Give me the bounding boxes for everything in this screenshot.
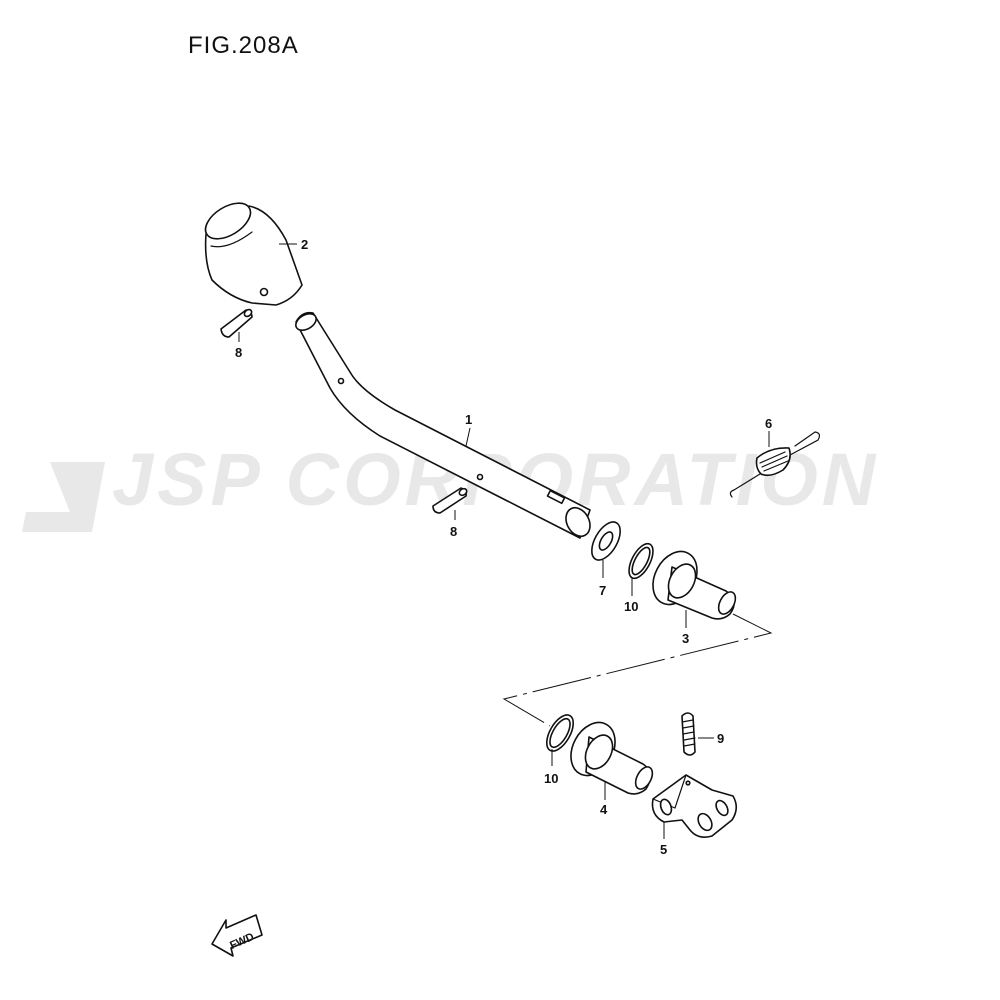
callout-9[interactable]: 9 — [717, 731, 724, 746]
fwd-direction-badge: FWD — [211, 914, 263, 957]
part-10-o-ring-upper[interactable] — [624, 540, 658, 582]
callout-8a[interactable]: 8 — [235, 345, 242, 360]
part-3-bushing[interactable] — [644, 544, 739, 620]
figure-title: FIG.208A — [188, 32, 299, 59]
part-1-lever-arm[interactable] — [293, 310, 595, 540]
part-5-bracket[interactable] — [651, 774, 738, 838]
part-6-return-spring[interactable] — [729, 431, 821, 498]
callout-10a[interactable]: 10 — [624, 599, 638, 614]
part-9-spring-pin[interactable] — [681, 712, 696, 756]
callout-2[interactable]: 2 — [301, 237, 308, 252]
part-10-o-ring-lower[interactable] — [541, 711, 578, 756]
watermark-logo-icon — [22, 462, 105, 532]
callout-10b[interactable]: 10 — [544, 771, 558, 786]
part-8-pin-upper[interactable] — [220, 308, 253, 338]
part-8-pin-lower[interactable] — [432, 487, 468, 514]
callout-8b[interactable]: 8 — [450, 524, 457, 539]
callout-5[interactable]: 5 — [660, 842, 667, 857]
assembly-connector-lines — [502, 613, 773, 727]
fwd-arrow-icon — [211, 914, 263, 957]
callout-1[interactable]: 1 — [465, 412, 472, 427]
callout-7[interactable]: 7 — [599, 583, 606, 598]
leader-1 — [465, 427, 471, 447]
callout-4[interactable]: 4 — [600, 802, 608, 817]
part-2-grip-sleeve[interactable] — [199, 196, 303, 306]
part-7-washer[interactable] — [586, 517, 626, 564]
part-4-bushing[interactable] — [562, 715, 656, 795]
callout-6[interactable]: 6 — [765, 416, 772, 431]
callout-3[interactable]: 3 — [682, 631, 689, 646]
